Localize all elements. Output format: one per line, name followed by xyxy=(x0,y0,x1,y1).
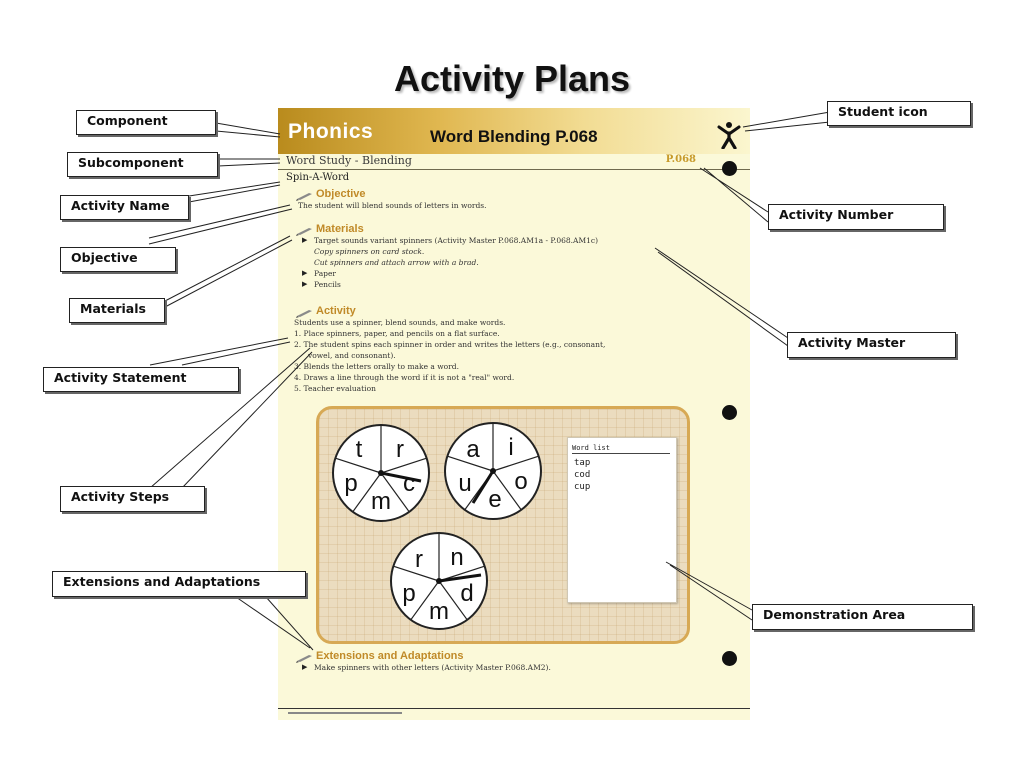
binder-hole xyxy=(722,161,737,176)
activity-step: vowel, and consonant). xyxy=(308,351,396,360)
activity-step: 5. Teacher evaluation xyxy=(294,384,376,393)
callout-demonstration-area: Demonstration Area xyxy=(752,604,973,630)
activity-heading: Activity xyxy=(316,305,356,317)
activity-step: 4. Draws a line through the word if it i… xyxy=(294,373,515,382)
extensions-heading: Extensions and Adaptations xyxy=(316,650,464,662)
activity-step: 2. The student spins each spinner in ord… xyxy=(294,340,606,349)
activity-step: 3. Blends the letters orally to make a w… xyxy=(294,362,459,371)
word-list-item: cup xyxy=(574,482,591,492)
callout-activity-number: Activity Number xyxy=(768,204,944,230)
extensions-text: Make spinners with other letters (Activi… xyxy=(314,663,551,672)
activity-header-title: Word Blending P.068 xyxy=(430,127,598,146)
spinner-letter: t xyxy=(356,436,363,463)
spinner-letter: p xyxy=(344,470,357,497)
spinner-letter: n xyxy=(450,544,463,571)
materials-item: Target sounds variant spinners (Activity… xyxy=(314,236,599,245)
spinner-letter: a xyxy=(466,436,480,463)
activity-statement: Students use a spinner, blend sounds, an… xyxy=(294,318,506,327)
page-bottom-dash xyxy=(288,712,402,714)
word-list-item: tap xyxy=(574,458,591,468)
spinner-letter: p xyxy=(402,580,415,607)
activity-step: 1. Place spinners, paper, and pencils on… xyxy=(294,329,500,338)
component-label: Phonics xyxy=(288,120,374,143)
materials-note: Copy spinners on card stock. xyxy=(314,247,425,256)
spinner-letter: i xyxy=(508,434,513,461)
spinner-letter: c xyxy=(403,470,415,497)
callout-activity-steps: Activity Steps xyxy=(60,486,205,512)
spinner-three: r n d m p xyxy=(390,532,488,630)
word-list-title: Word list xyxy=(572,444,610,452)
subcomponent-label: Word Study - Blending xyxy=(286,154,412,167)
pencil-icon xyxy=(296,193,312,201)
slide-title: Activity Plans xyxy=(393,58,631,99)
spinner-letter: u xyxy=(458,470,471,497)
callout-objective: Objective xyxy=(60,247,176,272)
word-list-item: cod xyxy=(574,470,591,480)
page-bottom-rule xyxy=(278,708,750,709)
spinner-two: a i o e u xyxy=(444,422,542,520)
pencil-icon xyxy=(296,655,312,663)
activity-number: P.068 xyxy=(665,154,696,165)
demonstration-area: t r c m p a i o e u xyxy=(316,406,690,644)
student-icon xyxy=(717,122,741,149)
bullet-icon: ▶ xyxy=(302,269,308,277)
pencil-icon xyxy=(296,310,312,318)
binder-hole xyxy=(722,405,737,420)
binder-hole xyxy=(722,651,737,666)
materials-item: Paper xyxy=(314,269,337,278)
callout-activity-statement: Activity Statement xyxy=(43,367,239,392)
pencil-icon xyxy=(296,228,312,236)
callout-activity-master: Activity Master xyxy=(787,332,956,358)
bullet-icon: ▶ xyxy=(302,236,308,244)
word-list-sheet: Word list tap cod cup xyxy=(567,437,677,603)
bullet-icon: ▶ xyxy=(302,663,308,671)
subcomponent-row: Word Study - Blending P.068 xyxy=(278,154,750,170)
callout-activity-name: Activity Name xyxy=(60,195,189,220)
spinner-letter: m xyxy=(371,488,391,515)
page-header: Phonics Word Blending P.068 xyxy=(278,108,750,154)
callout-materials: Materials xyxy=(69,298,165,323)
activity-plan-page: Phonics Word Blending P.068 Word Study -… xyxy=(278,108,750,720)
materials-item: Pencils xyxy=(314,280,341,289)
spinner-letter: m xyxy=(429,598,449,625)
spinner-letter: o xyxy=(514,468,527,495)
activity-name: Spin-A-Word xyxy=(286,172,350,183)
spinner-arrow xyxy=(380,471,422,483)
callout-student-icon: Student icon xyxy=(827,101,971,126)
objective-heading: Objective xyxy=(316,188,366,200)
spinner-letter: r xyxy=(415,546,423,573)
objective-text: The student will blend sounds of letters… xyxy=(298,201,487,210)
spinner-one: t r c m p xyxy=(332,424,430,522)
materials-note: Cut spinners and attach arrow with a bra… xyxy=(314,258,479,267)
callout-extensions: Extensions and Adaptations xyxy=(52,571,306,597)
callout-subcomponent: Subcomponent xyxy=(67,152,218,177)
spinner-letter: e xyxy=(488,486,501,513)
spinner-arrow xyxy=(471,470,495,504)
word-list-divider xyxy=(572,453,670,454)
callout-component: Component xyxy=(76,110,216,135)
spinner-letter: d xyxy=(460,580,473,607)
materials-heading: Materials xyxy=(316,223,364,235)
bullet-icon: ▶ xyxy=(302,280,308,288)
spinner-letter: r xyxy=(396,436,404,463)
spinner-arrow xyxy=(438,573,482,583)
